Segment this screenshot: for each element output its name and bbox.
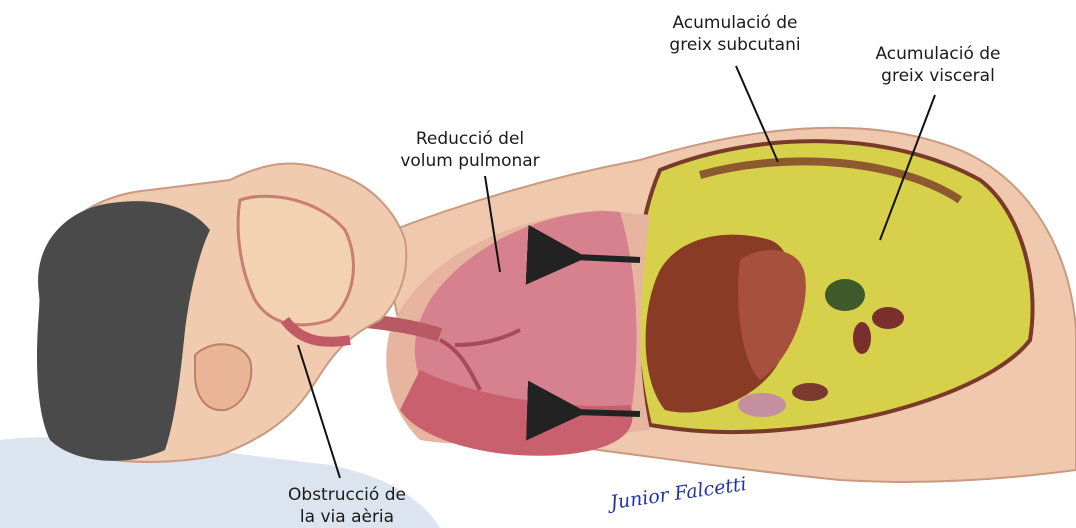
kidney-2 bbox=[853, 322, 871, 354]
label-subcutaneous-fat-line1: Acumulació de bbox=[640, 12, 830, 34]
label-airway-obstruction-line2: la via aèria bbox=[262, 506, 432, 528]
label-visceral-fat: Acumulació de greix visceral bbox=[858, 43, 1018, 87]
label-lung-volume: Reducció del volum pulmonar bbox=[390, 128, 550, 172]
label-visceral-fat-line1: Acumulació de bbox=[858, 43, 1018, 65]
compression-arrow-lower bbox=[575, 412, 640, 414]
label-airway-obstruction: Obstrucció de la via aèria bbox=[262, 484, 432, 528]
intestine bbox=[738, 393, 786, 417]
label-airway-obstruction-line1: Obstrucció de bbox=[262, 484, 432, 506]
vertebra bbox=[825, 279, 865, 311]
label-visceral-fat-line2: greix visceral bbox=[858, 65, 1018, 87]
label-lung-volume-line1: Reducció del bbox=[390, 128, 550, 150]
label-lung-volume-line2: volum pulmonar bbox=[390, 150, 550, 172]
label-subcutaneous-fat-line2: greix subcutani bbox=[640, 34, 830, 56]
bowel bbox=[792, 383, 828, 401]
label-subcutaneous-fat: Acumulació de greix subcutani bbox=[640, 12, 830, 56]
kidney-1 bbox=[872, 307, 904, 329]
compression-arrow-upper bbox=[575, 257, 640, 260]
